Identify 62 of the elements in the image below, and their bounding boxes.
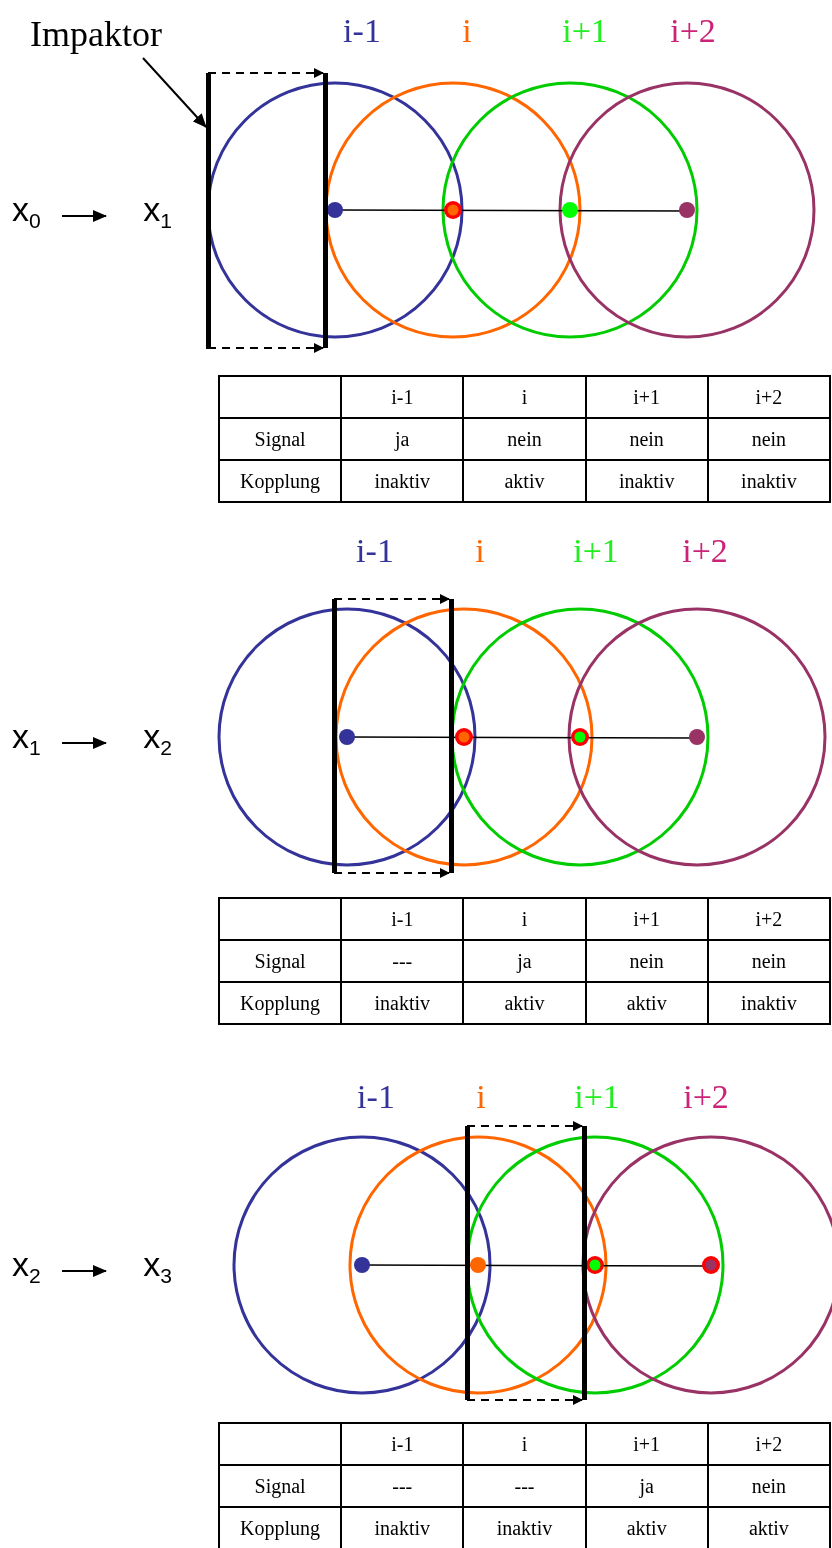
arrow — [61, 737, 107, 749]
circle-label: i-1 — [356, 534, 394, 568]
table-cell: i — [463, 1423, 586, 1465]
table-cell: i-1 — [341, 376, 464, 418]
state-label: x$_{3}$ — [106, 1247, 172, 1291]
table-cell: ja — [341, 418, 464, 460]
table-cell: i — [463, 376, 586, 418]
state-label: x$_{1}$ — [12, 719, 62, 763]
table-cell: aktiv — [585, 982, 708, 1024]
circle-label: i — [476, 1080, 486, 1114]
circle-label: i+2 — [670, 14, 716, 48]
table-cell: --- — [463, 1465, 586, 1507]
table-cell: i+2 — [707, 1423, 830, 1465]
table-cell: ja — [585, 1465, 708, 1507]
table-cell: nein — [463, 418, 586, 460]
part-label: Impaktor — [30, 16, 182, 52]
state-label: x$_{0}$ — [12, 192, 62, 236]
table-cell: nein — [585, 940, 708, 982]
table-cell: inaktiv — [585, 460, 708, 502]
circle-label: i+1 — [574, 1080, 620, 1114]
state-label: x$_{2}$ — [106, 719, 172, 763]
table-cell: nein — [585, 418, 708, 460]
table-cell: Signal — [219, 1465, 342, 1507]
circle-label: i+2 — [682, 534, 728, 568]
table-cell: i+2 — [707, 898, 830, 940]
table-cell: aktiv — [463, 460, 586, 502]
table-cell: i — [463, 898, 586, 940]
impactor-bar — [206, 73, 211, 349]
table-cell: inaktiv — [707, 982, 830, 1024]
table-cell: inaktiv — [341, 982, 464, 1024]
table-cell: Kopplung — [219, 982, 342, 1024]
table-cell: nein — [707, 940, 830, 982]
circle-label: i — [462, 14, 472, 48]
table-cell: --- — [341, 940, 464, 982]
leader-line — [142, 57, 207, 128]
table-cell: i+1 — [585, 898, 708, 940]
table-cell: Signal — [219, 940, 342, 982]
table-cell: i+1 — [585, 1423, 708, 1465]
circle-label: i+1 — [573, 534, 619, 568]
table-cell: i-1 — [341, 1423, 464, 1465]
table-cell: --- — [341, 1465, 464, 1507]
state-label: x$_{2}$ — [12, 1247, 62, 1291]
arrow — [61, 210, 107, 222]
table-cell: nein — [707, 418, 830, 460]
table-cell: nein — [707, 1465, 830, 1507]
table-cell: inaktiv — [341, 460, 464, 502]
table-cell: ja — [463, 940, 586, 982]
table-cell: Signal — [219, 418, 342, 460]
table-cell: inaktiv — [707, 460, 830, 502]
arrow — [61, 1265, 107, 1277]
circle-label: i-1 — [343, 14, 381, 48]
circle-label: i+2 — [683, 1080, 729, 1114]
table-cell: Kopplung — [219, 1507, 342, 1548]
state-label: x$_{1}$ — [106, 192, 172, 236]
table-cell: i+1 — [585, 376, 708, 418]
table-cell: i+2 — [707, 376, 830, 418]
circle-label: i+1 — [562, 14, 608, 48]
table-cell: i-1 — [341, 898, 464, 940]
table-cell: aktiv — [463, 982, 586, 1024]
circle-label: i — [475, 534, 485, 568]
table-cell: Kopplung — [219, 460, 342, 502]
circle-label: i-1 — [357, 1080, 395, 1114]
